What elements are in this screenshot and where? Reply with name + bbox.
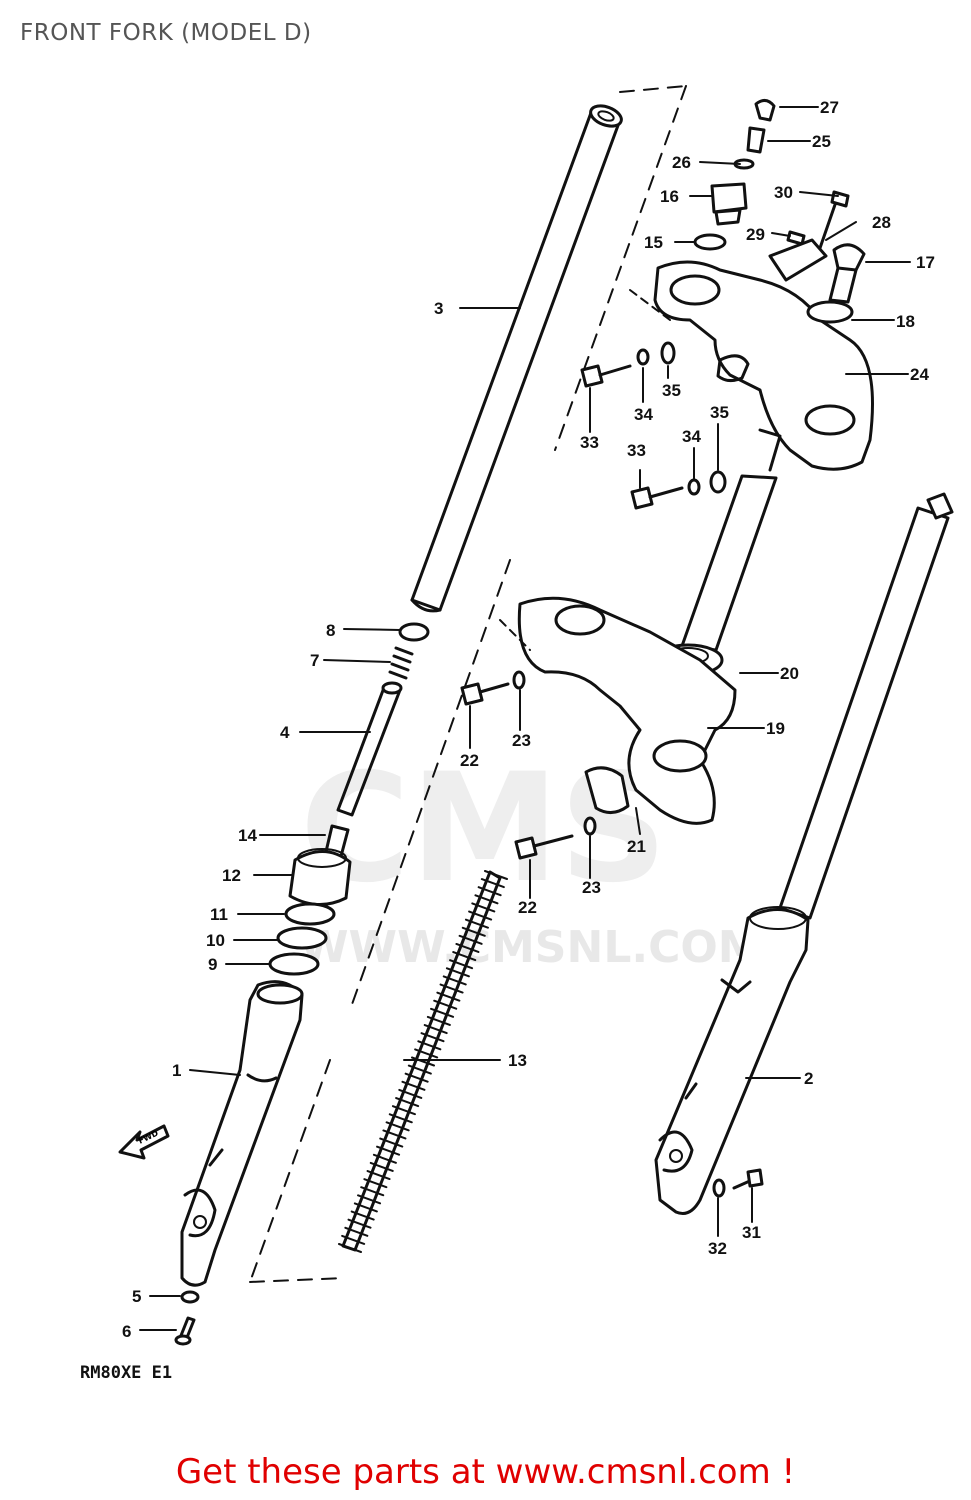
fwd-arrow-icon: FWD — [118, 1124, 170, 1160]
callout-9: 9 — [208, 955, 217, 974]
part-27-cap — [754, 99, 776, 122]
part-32-washer — [712, 1178, 726, 1198]
part-7-rebound-spring — [388, 646, 414, 680]
callout-26: 26 — [672, 153, 691, 172]
part-8-ring — [398, 622, 430, 642]
callout-11: 11 — [210, 905, 228, 924]
callout-3: 3 — [434, 299, 443, 318]
callout-21: 21 — [627, 837, 646, 856]
part-16-cap-bolt — [710, 182, 748, 226]
part-15-o-ring — [693, 233, 727, 251]
part-30-bolt — [818, 190, 850, 250]
part-24-upper-bracket — [629, 260, 874, 471]
callout-17: 17 — [916, 253, 935, 272]
callout-30: 30 — [774, 183, 793, 202]
exploded-parts-diagram: CMS WWW.CMSNL.COM — [80, 85, 954, 1383]
callout-18: 18 — [896, 312, 915, 331]
part-10-oil-seal — [276, 926, 328, 950]
callout-23b: 23 — [582, 878, 601, 897]
callout-25: 25 — [812, 132, 831, 151]
callout-33b: 33 — [627, 441, 646, 460]
part-23-washer-lower — [583, 816, 597, 836]
part-23-washer-upper — [512, 670, 526, 690]
callout-19: 19 — [766, 719, 785, 738]
leader-lines — [139, 106, 911, 1331]
steering-stem — [680, 428, 782, 652]
callout-10: 10 — [206, 931, 225, 950]
callout-22b: 22 — [518, 898, 537, 917]
watermark-text: WWW.CMSNL.COM — [300, 922, 762, 973]
callout-35b: 35 — [710, 403, 729, 422]
callout-6: 6 — [122, 1322, 131, 1341]
part-19-lower-bracket — [499, 596, 737, 825]
callout-5: 5 — [132, 1287, 141, 1306]
part-35-washer-lower — [709, 470, 727, 494]
callout-4: 4 — [280, 723, 290, 742]
callout-29: 29 — [746, 225, 765, 244]
part-31-bolt — [732, 1168, 764, 1190]
callout-16: 16 — [660, 187, 679, 206]
callout-20: 20 — [780, 664, 799, 683]
part-21-clamp — [584, 766, 630, 814]
callout-24: 24 — [910, 365, 929, 384]
callout-15: 15 — [644, 233, 663, 252]
callout-23a: 23 — [512, 731, 531, 750]
part-34-washer-upper — [636, 348, 650, 366]
callout-31: 31 — [742, 1223, 761, 1242]
part-17-steering-nut — [828, 243, 866, 304]
part-5-gasket — [180, 1290, 200, 1304]
part-12-dust-seal — [288, 848, 352, 906]
callout-33a: 33 — [580, 433, 599, 452]
part-33-bolt-lower — [630, 486, 684, 510]
callout-13: 13 — [508, 1051, 527, 1070]
part-35-washer-upper — [660, 341, 676, 365]
callout-1: 1 — [172, 1061, 181, 1080]
part-18-washer — [806, 300, 854, 324]
model-code: RM80XE E1 — [80, 1363, 172, 1383]
callout-8: 8 — [326, 621, 335, 640]
callout-34b: 34 — [682, 427, 701, 446]
footer-link[interactable]: Get these parts at www.cmsnl.com ! — [175, 1452, 796, 1492]
callout-28: 28 — [872, 213, 891, 232]
callouts: 27 25 26 16 30 28 29 15 17 3 18 24 35 35… — [122, 98, 935, 1341]
part-13-fork-spring — [338, 870, 508, 1253]
part-11-stopper-ring — [284, 902, 336, 926]
callout-2: 2 — [804, 1069, 813, 1088]
part-29-small-bolt — [786, 230, 806, 246]
right-inner-tube — [778, 492, 954, 920]
part-4-damper-rod — [336, 681, 403, 817]
alignment-dashed-lines — [249, 85, 687, 1283]
callout-12: 12 — [222, 866, 241, 885]
part-25-air-valve — [746, 126, 766, 154]
part-22-bolt-lower — [514, 834, 574, 860]
part-2-outer-tube-right — [654, 906, 810, 1215]
callout-14: 14 — [238, 826, 257, 845]
callout-32: 32 — [708, 1239, 727, 1258]
callout-35a: 35 — [662, 381, 681, 400]
part-6-drain-bolt — [174, 1316, 196, 1346]
callout-7: 7 — [310, 651, 319, 670]
part-3-inner-tube-left — [410, 104, 623, 613]
part-1-outer-tube-left — [180, 980, 304, 1287]
page-title: FRONT FORK (MODEL D) — [20, 20, 312, 46]
part-9-washer — [268, 952, 320, 976]
callout-22a: 22 — [460, 751, 479, 770]
part-22-bolt-upper — [460, 682, 510, 706]
part-28-clamp — [768, 238, 828, 282]
part-33-bolt-upper — [580, 364, 632, 388]
callout-27: 27 — [820, 98, 839, 117]
part-34-washer-lower — [687, 478, 701, 496]
callout-34a: 34 — [634, 405, 653, 424]
